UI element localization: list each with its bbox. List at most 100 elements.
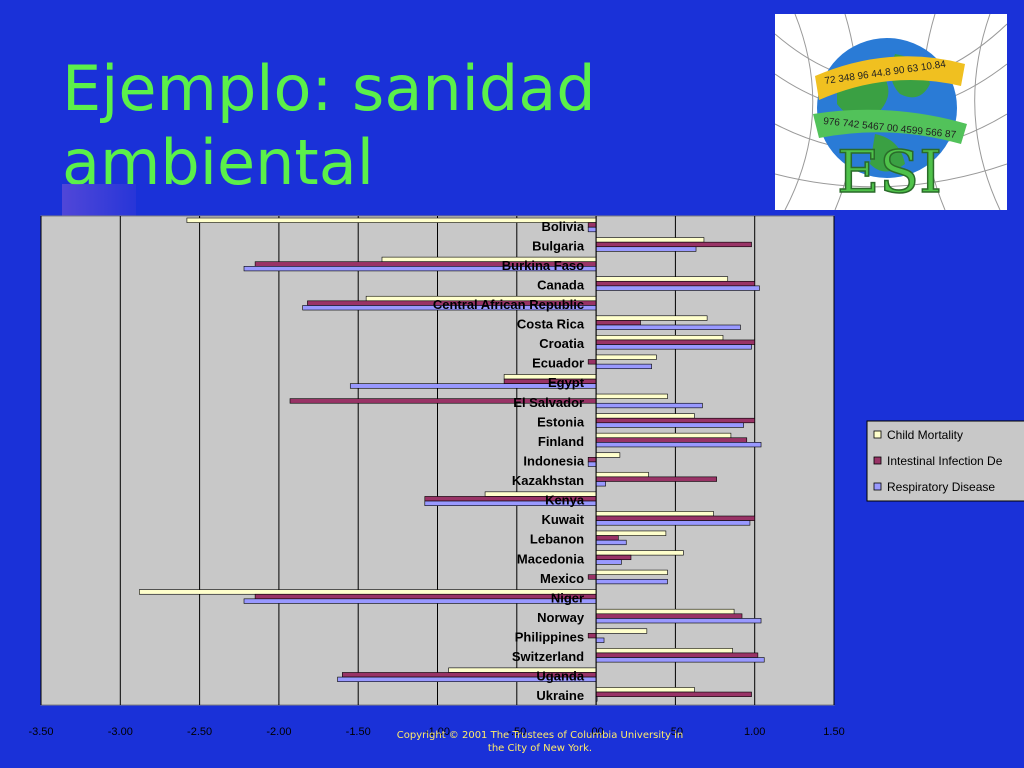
bar-child-mortality (595, 354, 657, 360)
svg-text:ESI: ESI (837, 138, 942, 206)
bar-respiratory-disease (595, 344, 752, 350)
bar-respiratory-disease (595, 422, 744, 428)
bar-intestinal-infection-de (595, 280, 755, 287)
bar-respiratory-disease (243, 598, 597, 604)
bar-intestinal-infection-de (595, 437, 748, 443)
category-label: Kazakhstan (512, 473, 584, 488)
bar-respiratory-disease (587, 226, 597, 233)
x-tick-label: -.50 (507, 726, 526, 738)
bar-respiratory-disease (595, 246, 697, 252)
bar-intestinal-infection-de (595, 691, 752, 697)
category-label: Kuwait (541, 512, 584, 527)
legend-entry: Child Mortality (887, 428, 963, 442)
bar-intestinal-infection-de (595, 554, 632, 561)
bar-child-mortality (186, 217, 597, 223)
bar-intestinal-infection-de (587, 222, 597, 228)
x-tick-label: -2.50 (187, 726, 212, 738)
legend-swatch (873, 456, 882, 465)
bar-intestinal-infection-de (587, 359, 597, 365)
bar-respiratory-disease (595, 578, 668, 585)
bar-child-mortality (595, 237, 705, 243)
bar-respiratory-disease (595, 285, 760, 291)
category-label: Indonesia (523, 453, 584, 468)
category-label: El Salvador (513, 395, 584, 410)
bar-respiratory-disease (595, 618, 762, 624)
bar-intestinal-infection-de (595, 417, 755, 424)
bar-respiratory-disease (595, 324, 741, 330)
category-label: Costa Rica (517, 317, 585, 332)
category-label: Burkina Faso (502, 258, 584, 273)
bar-child-mortality (595, 276, 729, 282)
x-tick-label: -2.00 (266, 726, 291, 738)
globe-logo-icon: 72 348 96 44.8 90 63 10.84 976 742 5467 … (775, 14, 1007, 210)
bar-child-mortality (595, 569, 668, 575)
bar-intestinal-infection-de (595, 476, 717, 482)
bar-intestinal-infection-de (587, 457, 597, 463)
bar-child-mortality (595, 432, 732, 439)
bar-child-mortality (595, 608, 735, 615)
bar-child-mortality (595, 648, 733, 654)
category-label: Croatia (539, 336, 585, 351)
bar-intestinal-infection-de (254, 593, 597, 600)
legend-swatch (873, 482, 882, 491)
title-accent-bar (62, 184, 136, 218)
bar-child-mortality (595, 393, 668, 399)
bar-intestinal-infection-de (595, 515, 755, 521)
legend-swatch (873, 430, 882, 439)
bar-child-mortality (595, 452, 621, 458)
bar-respiratory-disease (595, 442, 762, 448)
bar-respiratory-disease (595, 539, 627, 546)
bar-child-mortality (595, 511, 714, 517)
bar-child-mortality (595, 687, 695, 693)
bar-respiratory-disease (595, 402, 703, 409)
category-label: Uganda (536, 669, 584, 684)
bar-respiratory-disease (595, 657, 765, 663)
x-tick-label: .00 (588, 726, 603, 738)
category-label: Egypt (548, 375, 585, 390)
x-tick-label: -3.50 (28, 726, 53, 738)
bar-respiratory-disease (595, 637, 605, 643)
bar-respiratory-disease (595, 481, 606, 487)
legend-box (866, 420, 1024, 502)
category-label: Switzerland (512, 649, 584, 664)
x-tick-label: 1.50 (823, 726, 844, 738)
category-label: Lebanon (530, 532, 584, 547)
bar-respiratory-disease (595, 559, 622, 565)
x-axis-ticks: -3.50-3.00-2.50-2.00-1.50-1.00-.50.00.50… (28, 726, 844, 738)
bar-respiratory-disease (587, 461, 597, 467)
bar-intestinal-infection-de (595, 613, 743, 619)
category-label: Norway (537, 610, 585, 625)
x-tick-label: 1.00 (744, 726, 765, 738)
category-label: Bulgaria (532, 238, 585, 253)
bar-child-mortality (595, 315, 708, 321)
category-label: Finland (538, 434, 584, 449)
x-tick-label: -1.50 (346, 726, 371, 738)
category-label: Mexico (540, 571, 584, 586)
bar-intestinal-infection-de (595, 339, 755, 345)
bar-child-mortality (595, 471, 649, 478)
legend-entry: Respiratory Disease (887, 480, 995, 494)
category-label: Kenya (545, 493, 585, 508)
category-label: Philippines (515, 630, 584, 645)
bar-child-mortality (139, 589, 597, 595)
x-tick-label: -3.00 (108, 726, 133, 738)
bar-intestinal-infection-de (595, 652, 759, 658)
category-label: Niger (551, 590, 584, 605)
bar-respiratory-disease (595, 363, 652, 370)
category-label: Macedonia (517, 551, 585, 566)
category-label: Bolivia (541, 219, 584, 234)
slide-title: Ejemplo: sanidad ambiental (62, 52, 596, 199)
bar-intestinal-infection-de (587, 633, 597, 639)
bar-intestinal-infection-de (595, 320, 641, 326)
x-tick-label: .50 (668, 726, 683, 738)
copyright-notice: Copyright © 2001 The Trustees of Columbi… (396, 730, 684, 754)
bar-child-mortality (595, 530, 667, 536)
category-label: Ecuador (532, 356, 584, 371)
esi-logo: 72 348 96 44.8 90 63 10.84 976 742 5467 … (775, 14, 1007, 210)
category-label: Canada (537, 277, 585, 292)
bar-child-mortality (595, 335, 724, 341)
bar-child-mortality (595, 550, 684, 556)
